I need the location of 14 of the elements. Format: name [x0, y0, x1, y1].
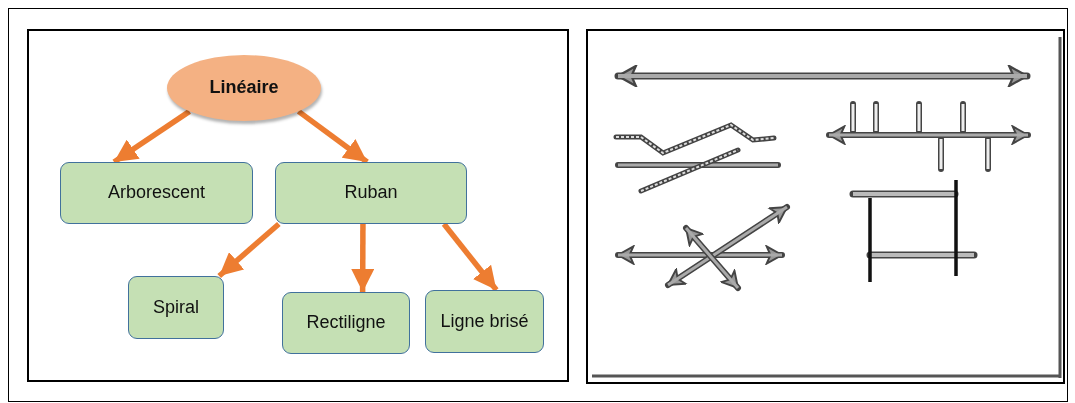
node-label: Linéaire	[208, 76, 280, 100]
category-box	[275, 162, 467, 224]
category-box	[282, 292, 410, 354]
category-box	[60, 162, 253, 224]
category-box	[128, 276, 224, 339]
node-label: Spiral	[152, 295, 200, 319]
arrow	[441, 222, 499, 292]
category-box	[425, 290, 544, 353]
node-label: Ligne brisé	[439, 309, 530, 333]
node-label: Rectiligne	[305, 311, 387, 335]
node-label: Arborescent	[106, 181, 207, 205]
arrow	[217, 221, 281, 279]
arrow	[351, 224, 375, 292]
node-label: Ruban	[343, 181, 399, 205]
